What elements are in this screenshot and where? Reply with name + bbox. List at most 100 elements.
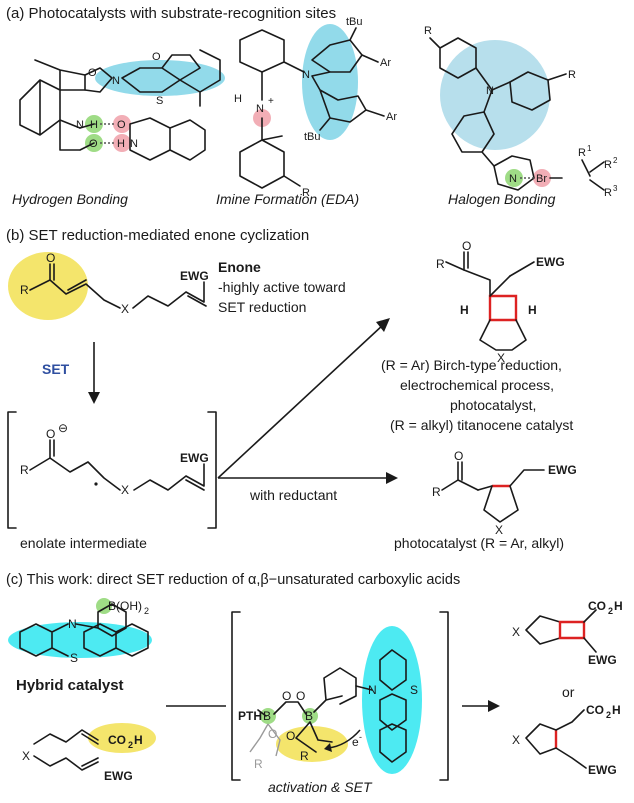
complex-bracket-right	[439, 611, 449, 781]
atom-x-enone: X	[121, 302, 129, 316]
recognition-highlight-triarylamine	[440, 40, 550, 150]
atom-o-gray: O	[268, 727, 277, 741]
caption-imine-formation: Imine Formation (EDA)	[216, 191, 359, 207]
atom-s-activated: S	[410, 683, 418, 697]
atom-co2h-substrate: CO	[108, 733, 126, 747]
halogen-bonding-catalyst	[429, 37, 605, 191]
atom-co2h-product-1-sub: 2	[608, 606, 613, 616]
radical-dot	[94, 482, 98, 486]
caption-hydrogen-bonding: Hydrogen Bonding	[12, 191, 128, 207]
caption-halogen-bonding: Halogen Bonding	[448, 191, 556, 207]
atom-n-hybrid: N	[68, 617, 77, 631]
atom-co2h-product-2: CO	[586, 703, 604, 717]
atom-o-carboxylate: O	[286, 729, 295, 743]
arrow-to-cyclobutane	[217, 323, 385, 479]
atom-ewg-product-2: EWG	[588, 763, 617, 777]
phenothiazine-highlight	[362, 626, 422, 774]
boron-highlight-1	[260, 708, 276, 724]
atom-n-activated: N	[368, 683, 377, 697]
atom-o-enolate: O	[46, 427, 55, 441]
atom-o-cyclobutane: O	[462, 239, 471, 253]
atom-r-activated: R	[300, 749, 309, 763]
electron-label-sup: -	[359, 732, 362, 742]
atom-plus: +	[268, 96, 274, 107]
hybrid-catalyst-structure	[19, 603, 149, 657]
enolate-intermediate-label: enolate intermediate	[20, 535, 147, 551]
atom-x-enolate: X	[121, 483, 129, 497]
atom-o-enone: O	[46, 251, 55, 265]
enone-substrate	[29, 263, 207, 309]
cyclobutane-condition-1: (R = Ar) Birch-type reduction,	[381, 357, 562, 373]
atom-br: Br	[536, 173, 547, 185]
atom-b1: B	[263, 709, 271, 723]
atom-boron-hydroxide-sub: 2	[144, 606, 149, 616]
atom-x-cyclobutane: X	[497, 351, 505, 365]
atom-co2h-substrate-sub: 2	[128, 740, 133, 750]
atom-x-product-2: X	[512, 733, 520, 747]
atom-o-bridge-2: O	[296, 689, 305, 703]
atom-ewg-cyclopentane: EWG	[548, 463, 577, 477]
panel-b-title: (b) SET reduction-mediated enone cycliza…	[6, 227, 309, 244]
atom-o-bridge-1: O	[282, 689, 291, 703]
electron-transfer-arrow-head	[324, 743, 332, 752]
atom-co2h-product-2-sub: 2	[606, 710, 611, 720]
complex-bracket-left	[231, 611, 241, 781]
activation-highlight	[276, 726, 348, 762]
cyclopentane-condition: photocatalyst (R = Ar, alkyl)	[394, 535, 564, 551]
atom-ewg-substrate: EWG	[104, 769, 133, 783]
hydrogen-bonding-catalyst	[19, 49, 221, 161]
activation-complex	[249, 649, 407, 763]
atom-x-cyclopentane: X	[495, 523, 503, 537]
atom-co2h-product-2-h: H	[612, 703, 621, 717]
xbond-highlight-pink	[533, 169, 551, 187]
atom-r-enone: R	[20, 283, 29, 297]
hybrid-catalyst-label: Hybrid catalyst	[16, 677, 124, 694]
atom-n: N	[112, 75, 120, 87]
atom-co2h-substrate-h: H	[134, 733, 143, 747]
carboxylic-acid-substrate	[33, 729, 99, 771]
atom-r-gray: R	[254, 757, 263, 771]
cyclobutane-condition-2: electrochemical process,	[400, 377, 554, 393]
set-arrow-head	[88, 392, 100, 404]
set-label: SET	[42, 361, 70, 377]
atom-r2-sup: 2	[613, 156, 618, 165]
atom-ewg-enolate: EWG	[180, 451, 209, 465]
atom-r-cyclopentane: R	[432, 485, 441, 499]
atom-r-top-left: R	[424, 25, 432, 37]
cyclobutane-product	[445, 251, 535, 351]
atom-ewg-product-1: EWG	[588, 653, 617, 667]
atom-r-right: R	[568, 69, 576, 81]
atom-x-product-1: X	[512, 625, 520, 639]
imine-formation-catalyst	[239, 27, 385, 189]
atom-n-triarylamine: N	[486, 85, 494, 97]
atom-n-carbazole: N	[302, 69, 310, 81]
cyclobutane-condition-4: (R = alkyl) titanocene catalyst	[390, 417, 573, 433]
atom-ar-top: Ar	[380, 57, 391, 69]
atom-nh: N	[76, 119, 84, 131]
atom-o-ketone: O	[152, 51, 161, 63]
atom-r3: R	[604, 187, 612, 199]
bracket-right	[207, 411, 217, 529]
atom-h: H	[90, 119, 98, 131]
panel-c-title: (c) This work: direct SET reduction of α…	[6, 572, 460, 588]
atom-co2h-product-1-h: H	[614, 599, 623, 613]
atom-boron-hydroxide: B(OH)	[108, 599, 142, 613]
atom-co2h-product-1: CO	[588, 599, 606, 613]
atom-n-imine: N	[256, 103, 264, 115]
atom-r1: R	[578, 147, 586, 159]
hbond-highlight-pink	[113, 115, 131, 133]
xbond-highlight-green	[505, 169, 523, 187]
atom-tbu-top: tBu	[346, 16, 363, 28]
atom-n-2: N	[130, 138, 138, 150]
arrow-to-cyclobutane-head	[376, 318, 390, 332]
carboxylic-acid-highlight	[88, 723, 156, 753]
panel-a-title: (a) Photocatalysts with substrate-recogn…	[6, 5, 336, 22]
atom-r-enolate: R	[20, 463, 29, 477]
arrow-to-cyclopentane-head	[386, 472, 398, 484]
cyclopentane-product	[441, 461, 545, 523]
atom-o-cyclopentane: O	[454, 449, 463, 463]
enone-description-line-1: -highly active toward	[218, 279, 346, 295]
atom-ewg-cyclobutane: EWG	[536, 255, 565, 269]
atom-h-imine: H	[234, 93, 242, 105]
bicyclic-cyclobutane-product	[525, 609, 597, 653]
